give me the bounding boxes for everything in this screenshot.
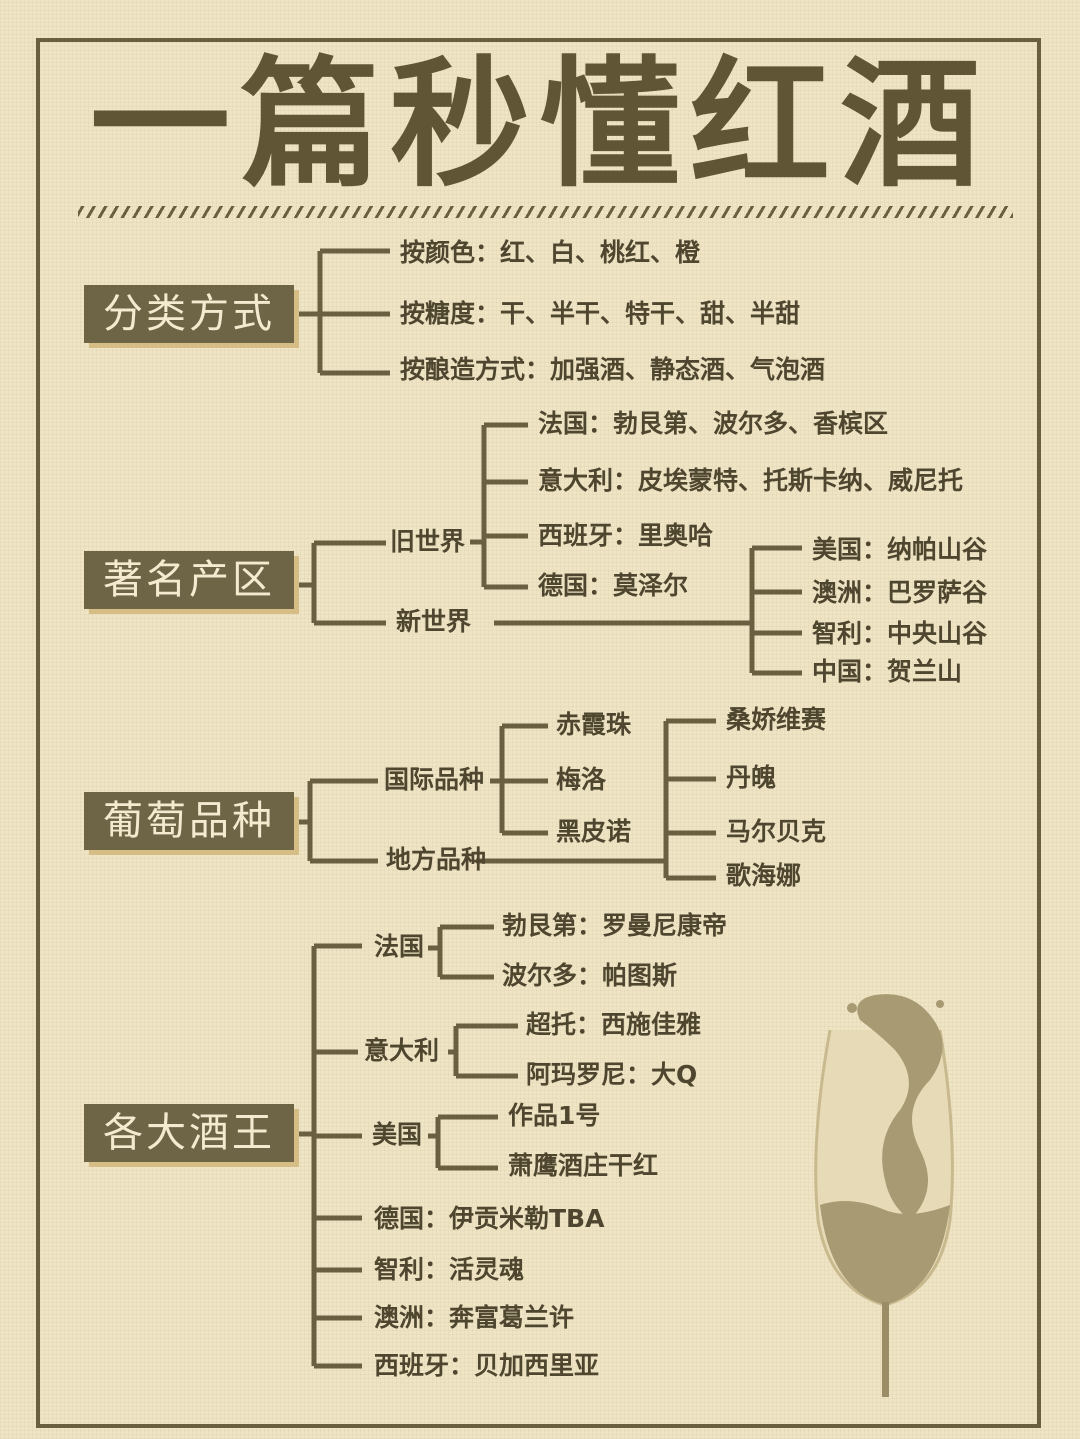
italy-bracket xyxy=(448,1023,518,1079)
local-label: 地方品种 xyxy=(386,845,487,874)
local-item: 歌海娜 xyxy=(726,861,802,890)
international-label: 国际品种 xyxy=(384,765,485,794)
new-world-item: 澳洲：巴罗萨谷 xyxy=(812,578,988,607)
kings-other-item: 德国：伊贡米勒TBA xyxy=(374,1204,605,1233)
classification-item: 按糖度：干、半干、特干、甜、半甜 xyxy=(400,299,801,328)
regions-bracket xyxy=(297,540,386,626)
old-world-bracket xyxy=(470,422,528,590)
old-world-label: 旧世界 xyxy=(390,527,466,556)
new-world-item: 美国：纳帕山谷 xyxy=(812,535,988,564)
page-title: 一篇秒懂红酒 xyxy=(89,44,990,207)
international-item: 梅洛 xyxy=(556,765,607,794)
kings-france-item: 勃艮第：罗曼尼康帝 xyxy=(502,911,728,940)
kings-usa-label: 美国 xyxy=(372,1120,423,1149)
kings-other-item: 智利：活灵魂 xyxy=(374,1255,525,1284)
classification-item: 按颜色：红、白、桃红、橙 xyxy=(400,238,701,267)
usa-bracket xyxy=(428,1114,498,1171)
section-grapes: 葡萄品种 xyxy=(84,792,294,850)
kings-usa-item: 萧鹰酒庄干红 xyxy=(508,1151,659,1180)
new-world-item: 智利：中央山谷 xyxy=(812,619,988,648)
new-world-bracket xyxy=(494,545,802,676)
old-world-item: 意大利：皮埃蒙特、托斯卡纳、威尼托 xyxy=(538,466,964,495)
kings-usa-item: 作品1号 xyxy=(508,1101,601,1130)
kings-france-item: 波尔多：帕图斯 xyxy=(502,961,678,990)
classification-bracket xyxy=(295,248,390,376)
title-divider xyxy=(78,206,1013,218)
kings-italy-label: 意大利 xyxy=(364,1036,440,1065)
old-world-item: 西班牙：里奥哈 xyxy=(538,521,714,550)
wine-glass-illustration xyxy=(814,994,954,1397)
international-item: 黑皮诺 xyxy=(556,817,632,846)
kings-other-item: 澳洲：奔富葛兰许 xyxy=(374,1303,575,1332)
local-item: 桑娇维赛 xyxy=(726,705,827,734)
new-world-label: 新世界 xyxy=(396,607,472,636)
kings-france-label: 法国 xyxy=(374,932,425,961)
international-bracket xyxy=(490,723,548,836)
classification-item: 按酿造方式：加强酒、静态酒、气泡酒 xyxy=(400,355,826,384)
local-item: 丹魄 xyxy=(726,763,777,792)
old-world-item: 德国：莫泽尔 xyxy=(538,571,689,600)
old-world-item: 法国：勃艮第、波尔多、香槟区 xyxy=(538,409,889,438)
section-kings: 各大酒王 xyxy=(84,1104,294,1162)
grapes-bracket xyxy=(297,778,378,864)
international-item: 赤霞珠 xyxy=(556,710,632,739)
france-bracket xyxy=(428,924,494,980)
section-regions: 著名产区 xyxy=(84,551,294,609)
local-bracket xyxy=(476,718,716,881)
kings-italy-item: 超托：西施佳雅 xyxy=(526,1010,702,1039)
kings-italy-item: 阿玛罗尼：大Q xyxy=(526,1060,698,1089)
page-frame xyxy=(36,38,1041,1428)
new-world-item: 中国：贺兰山 xyxy=(812,657,963,686)
section-classification: 分类方式 xyxy=(84,285,294,343)
local-item: 马尔贝克 xyxy=(726,817,827,846)
kings-other-item: 西班牙：贝加西里亚 xyxy=(374,1351,600,1380)
kings-bracket xyxy=(295,943,362,1369)
